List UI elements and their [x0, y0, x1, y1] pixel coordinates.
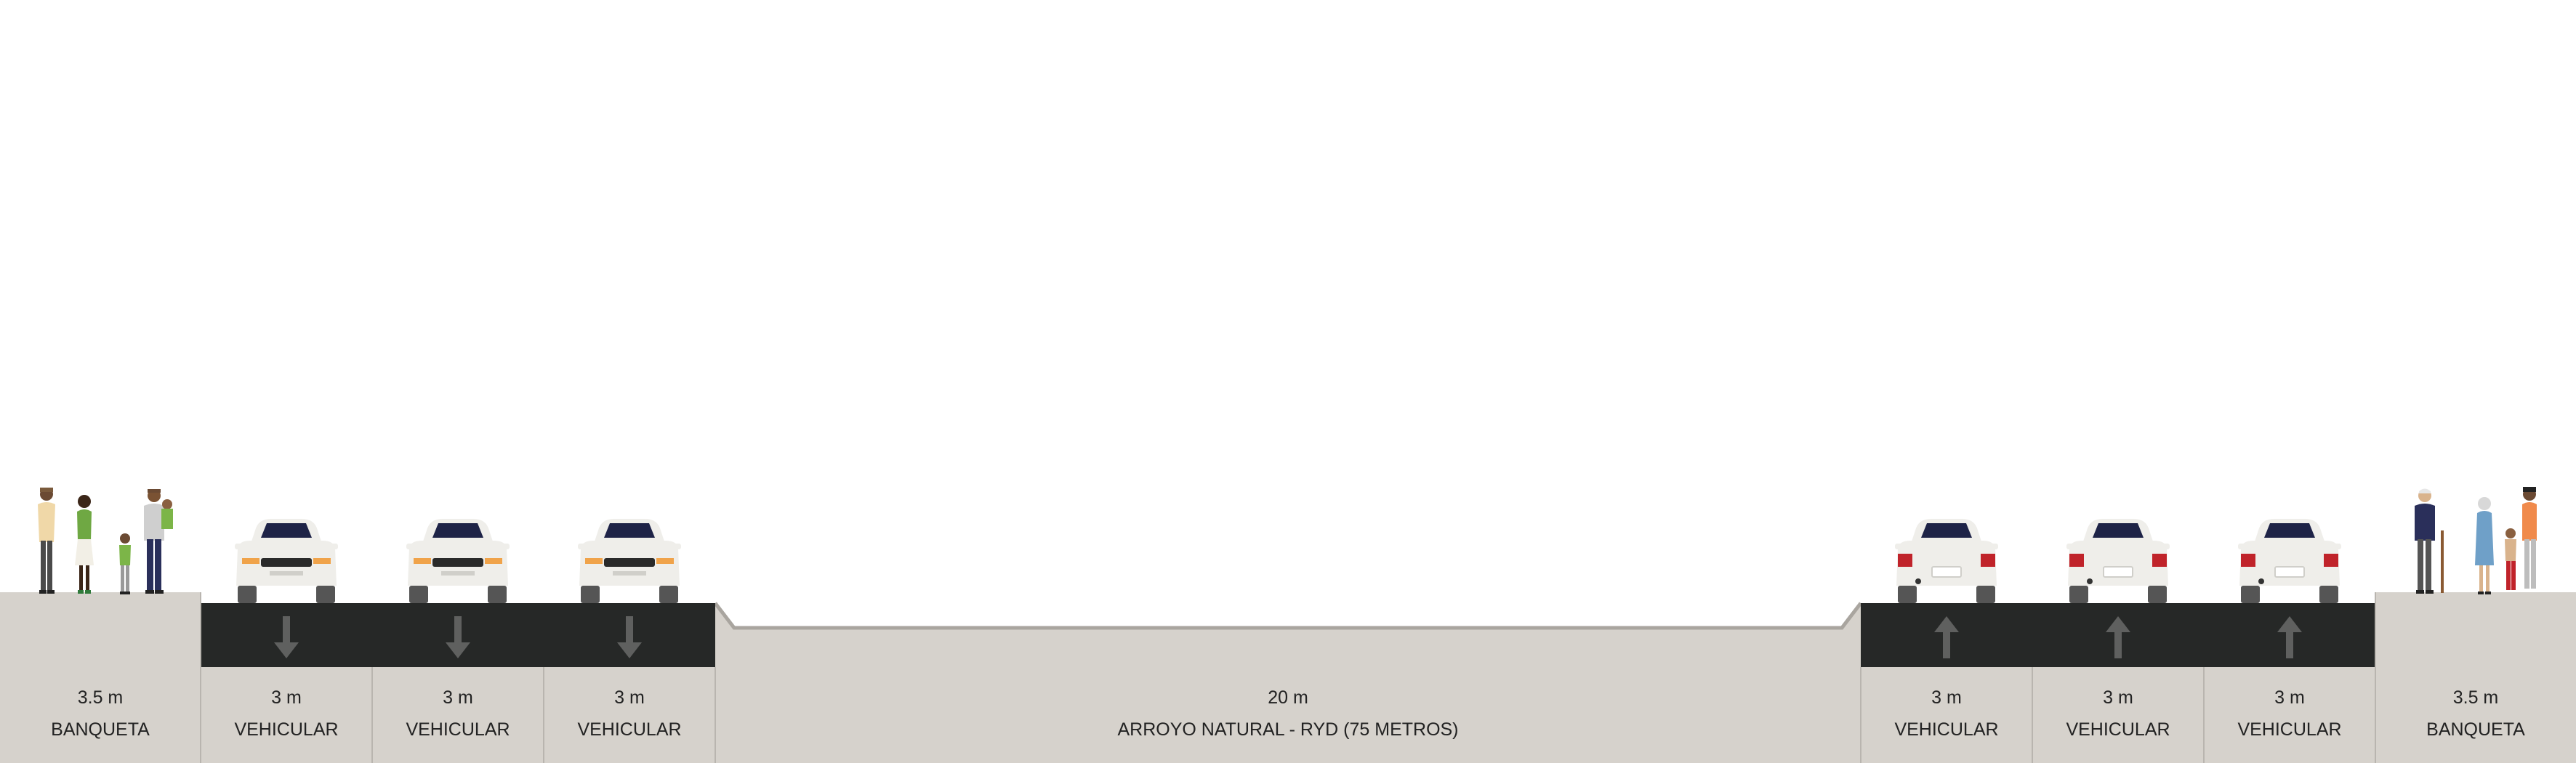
lane-base: [201, 667, 372, 763]
pedestrian-woman-icon: [75, 495, 94, 594]
segment-sidewalk-right: 3.5 m BANQUETA: [2375, 0, 2576, 763]
pedestrian-elderly-woman-icon: [2475, 497, 2494, 594]
segment-divider: [371, 667, 373, 763]
car-rear-icon: [2066, 519, 2170, 603]
segment-width-label: 3 m: [2274, 687, 2305, 708]
sidewalk-surface: [2375, 592, 2576, 763]
segment-lane-up-1: 3 m VEHICULAR: [1861, 0, 2032, 763]
arrow-down-icon: [274, 616, 299, 658]
pedestrian-elderly-man-icon: [2415, 488, 2444, 594]
segment-name-label: VEHICULAR: [406, 719, 510, 740]
segment-divider: [200, 592, 201, 763]
pedestrian-parent-with-child-icon: [144, 489, 173, 594]
segment-divider: [2032, 667, 2033, 763]
lane-base: [544, 667, 715, 763]
arrow-up-icon: [2106, 616, 2130, 658]
segment-width-label: 3 m: [443, 687, 473, 708]
segment-lane-down-2: 3 m VEHICULAR: [372, 0, 544, 763]
segment-width-label: 3.5 m: [77, 687, 124, 708]
segment-width-label: 20 m: [1268, 687, 1308, 708]
pedestrian-woman-with-child-icon: [2505, 487, 2537, 590]
arrow-up-icon: [2277, 616, 2302, 658]
segment-lane-down-1: 3 m VEHICULAR: [201, 0, 372, 763]
segment-width-label: 3 m: [614, 687, 645, 708]
segment-lane-down-3: 3 m VEHICULAR: [544, 0, 715, 763]
segment-name-label: VEHICULAR: [234, 719, 339, 740]
segment-lane-up-2: 3 m VEHICULAR: [2032, 0, 2204, 763]
segment-name-label: VEHICULAR: [2066, 719, 2170, 740]
segment-width-label: 3 m: [2103, 687, 2133, 708]
lane-base: [2032, 667, 2204, 763]
lane-base: [372, 667, 544, 763]
segment-width-label: 3.5 m: [2452, 687, 2499, 708]
segment-sidewalk-left: 3.5 m BANQUETA: [0, 0, 201, 763]
car-front-icon: [406, 519, 510, 603]
arrow-up-icon: [1934, 616, 1959, 658]
segment-lane-up-3: 3 m VEHICULAR: [2204, 0, 2375, 763]
segment-name-label: VEHICULAR: [577, 719, 682, 740]
segment-channel: 20 m ARROYO NATURAL - RYD (75 METROS): [715, 0, 1861, 763]
segment-name-label: VEHICULAR: [1894, 719, 1999, 740]
lane-base: [1861, 667, 2032, 763]
car-front-icon: [578, 519, 681, 603]
segment-divider: [543, 667, 544, 763]
channel-ground: [715, 602, 1861, 763]
sidewalk-surface: [0, 592, 201, 763]
segment-divider: [2203, 667, 2205, 763]
car-front-icon: [235, 519, 338, 603]
segment-divider: [1860, 667, 1861, 763]
segment-name-label: BANQUETA: [2426, 719, 2525, 740]
car-rear-icon: [1895, 519, 1998, 603]
arrow-down-icon: [446, 616, 470, 658]
arrow-down-icon: [617, 616, 642, 658]
segment-width-label: 3 m: [1931, 687, 1962, 708]
segment-divider: [715, 667, 716, 763]
pedestrian-child-icon: [119, 533, 131, 594]
lane-base: [2204, 667, 2375, 763]
segment-name-label: ARROYO NATURAL - RYD (75 METROS): [1117, 719, 1459, 740]
segment-width-label: 3 m: [271, 687, 302, 708]
segment-name-label: VEHICULAR: [2237, 719, 2342, 740]
pedestrian-man-icon: [38, 488, 55, 594]
segment-name-label: BANQUETA: [51, 719, 150, 740]
car-rear-icon: [2238, 519, 2341, 603]
segment-divider: [2375, 592, 2376, 763]
